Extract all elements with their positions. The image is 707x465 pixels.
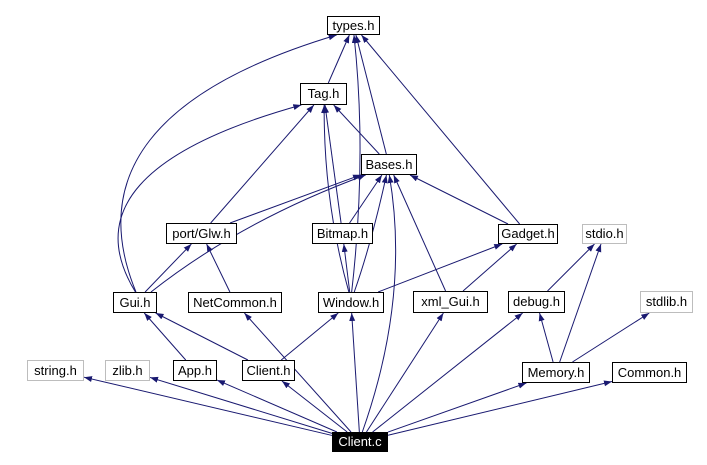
node-label: Client.c bbox=[338, 434, 382, 449]
node-label: stdio.h bbox=[585, 226, 624, 241]
edge-port_Glw_h-to-Bases_h bbox=[229, 174, 362, 224]
node-label: debug.h bbox=[513, 294, 560, 309]
node-label: string.h bbox=[34, 363, 77, 378]
graph-node-Memory_h[interactable]: Memory.h bbox=[522, 362, 590, 383]
edge-Gui_h-to-Bases_h bbox=[150, 174, 366, 293]
graph-node-debug_h[interactable]: debug.h bbox=[508, 291, 565, 313]
edge-Memory_h-to-stdio_h bbox=[559, 243, 602, 363]
edge-Bitmap_h-to-Bases_h bbox=[349, 174, 383, 224]
edge-Window_h-to-Gadget_h bbox=[377, 243, 503, 293]
edge-xml_Gui_h-to-Gadget_h bbox=[462, 243, 517, 292]
edge-Window_h-to-Bitmap_h bbox=[341, 243, 351, 293]
edge-Client_c-to-xml_Gui_h bbox=[366, 312, 444, 433]
node-label: Common.h bbox=[617, 365, 682, 380]
graph-node-Client_c[interactable]: Client.c bbox=[332, 432, 388, 452]
edge-xml_Gui_h-to-Bases_h bbox=[393, 174, 447, 292]
graph-node-Common_h[interactable]: Common.h bbox=[612, 362, 687, 383]
node-label: Tag.h bbox=[307, 86, 340, 101]
node-label: NetCommon.h bbox=[193, 295, 277, 310]
node-label: port/Glw.h bbox=[172, 226, 231, 241]
edge-port_Glw_h-to-Tag_h bbox=[210, 104, 315, 224]
edge-Tag_h-to-types_h bbox=[327, 34, 350, 84]
graph-node-xml_Gui_h[interactable]: xml_Gui.h bbox=[413, 291, 488, 313]
edge-Client_c-to-App_h bbox=[216, 379, 338, 433]
node-label: stdlib.h bbox=[645, 294, 688, 309]
edge-Memory_h-to-stdlib_h bbox=[572, 312, 650, 363]
node-label: Bases.h bbox=[365, 157, 413, 172]
graph-node-stdio_h[interactable]: stdio.h bbox=[582, 224, 627, 244]
edge-Client_c-to-Common_h bbox=[387, 380, 613, 436]
edge-Memory_h-to-debug_h bbox=[538, 312, 554, 363]
edge-Gui_h-to-Tag_h bbox=[117, 104, 302, 293]
graph-node-Bitmap_h[interactable]: Bitmap.h bbox=[312, 223, 373, 244]
edge-Bitmap_h-to-Tag_h bbox=[323, 104, 342, 224]
edge-Client_c-to-string_h bbox=[83, 376, 333, 436]
edge-Window_h-to-Tag_h bbox=[321, 104, 350, 293]
graph-node-stdlib_h[interactable]: stdlib.h bbox=[640, 291, 693, 313]
graph-node-port_Glw_h[interactable]: port/Glw.h bbox=[166, 223, 237, 244]
edge-Bases_h-to-Tag_h bbox=[333, 104, 380, 155]
graph-node-Gui_h[interactable]: Gui.h bbox=[113, 292, 157, 313]
node-label: Window.h bbox=[322, 295, 380, 310]
graph-node-string_h[interactable]: string.h bbox=[27, 360, 84, 381]
edge-Client_c-to-Memory_h bbox=[387, 382, 527, 433]
node-label: Bitmap.h bbox=[316, 226, 369, 241]
node-label: zlib.h bbox=[112, 363, 143, 378]
graph-node-Window_h[interactable]: Window.h bbox=[318, 292, 384, 313]
edge-Gadget_h-to-Bases_h bbox=[409, 174, 509, 225]
graph-node-Gadget_h[interactable]: Gadget.h bbox=[498, 224, 558, 244]
edge-Client_c-to-Window_h bbox=[349, 312, 360, 433]
edge-Bases_h-to-types_h bbox=[354, 34, 387, 155]
graph-node-Bases_h[interactable]: Bases.h bbox=[361, 154, 417, 175]
edge-Client_c-to-Client_h bbox=[281, 380, 348, 433]
graph-node-Client_h[interactable]: Client.h bbox=[242, 360, 295, 381]
graph-node-types_h[interactable]: types.h bbox=[327, 16, 380, 35]
edge-Client_h-to-Gui_h bbox=[155, 312, 249, 361]
edge-Gui_h-to-types_h bbox=[120, 34, 337, 293]
graph-node-App_h[interactable]: App.h bbox=[173, 360, 217, 381]
node-label: Client.h bbox=[246, 363, 291, 378]
node-label: App.h bbox=[178, 363, 212, 378]
edge-Client_c-to-NetCommon_h bbox=[244, 312, 352, 433]
edge-Client_c-to-debug_h bbox=[372, 312, 523, 433]
node-label: types.h bbox=[332, 18, 375, 33]
edge-Client_h-to-Window_h bbox=[280, 312, 339, 361]
graph-node-zlib_h[interactable]: zlib.h bbox=[105, 360, 150, 381]
node-label: Gui.h bbox=[119, 295, 151, 310]
edge-debug_h-to-stdio_h bbox=[547, 243, 595, 292]
graph-node-NetCommon_h[interactable]: NetCommon.h bbox=[188, 292, 282, 313]
node-label: xml_Gui.h bbox=[421, 294, 480, 309]
edge-Gadget_h-to-types_h bbox=[361, 34, 521, 225]
edge-Window_h-to-types_h bbox=[351, 34, 361, 293]
node-label: Gadget.h bbox=[501, 226, 555, 241]
edge-Client_c-to-zlib_h bbox=[149, 376, 333, 434]
edge-Client_c-to-Bases_h bbox=[361, 174, 397, 433]
graph-node-Tag_h[interactable]: Tag.h bbox=[300, 83, 347, 105]
edge-App_h-to-Gui_h bbox=[143, 312, 187, 361]
edge-Gui_h-to-port_Glw_h bbox=[144, 243, 192, 293]
node-label: Memory.h bbox=[527, 365, 585, 380]
edge-NetCommon_h-to-port_Glw_h bbox=[206, 243, 231, 293]
